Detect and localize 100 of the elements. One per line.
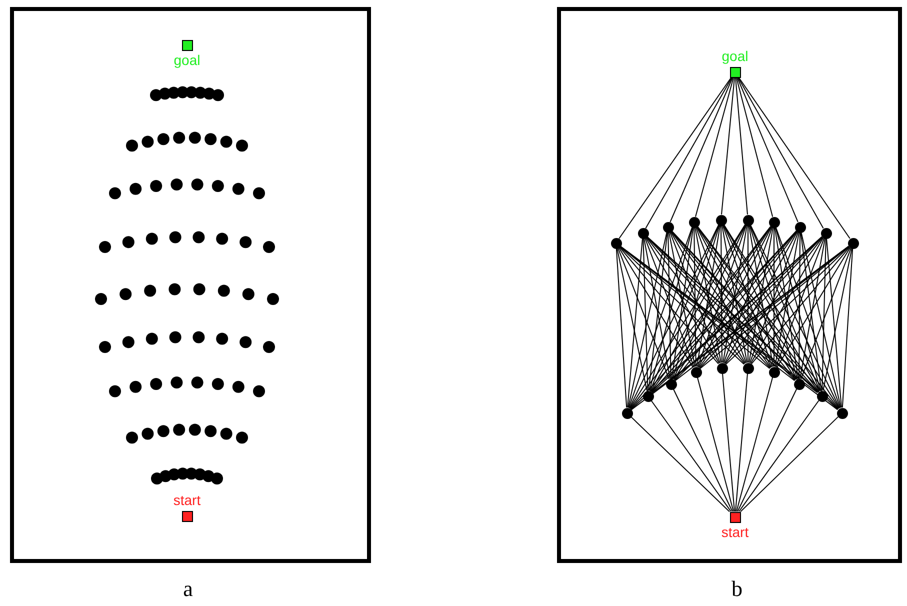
edge-line [735,373,748,512]
node-label: start [173,492,201,508]
dot-node [688,216,700,228]
edge-line [616,248,628,408]
edge-line [694,227,696,367]
edge-line [672,224,746,380]
edge-line [750,224,820,392]
edge-line [738,77,850,239]
edge-line [822,238,826,391]
edge-line [749,232,799,364]
edge-line [650,224,746,392]
edge-line [723,224,840,409]
node-label: start [721,524,749,540]
edge-line [618,77,732,239]
edge-line [671,226,694,380]
edge-line [628,232,668,408]
dot-node [820,228,832,238]
edge-line [696,226,840,410]
edge-line [740,416,839,512]
dot-node [716,362,728,374]
edge-line [674,246,850,382]
edge-line [620,246,770,369]
edge-line [619,246,719,364]
edge-line [737,388,798,512]
edge-line [775,226,841,408]
edge-line [646,236,746,364]
edge-line [800,248,852,380]
edge-line [775,226,821,392]
edge-line [644,238,694,368]
dot-node [794,378,804,390]
edge-line [736,77,798,222]
edge-line [644,238,670,380]
dot-node [638,228,648,238]
edge-line [628,224,720,409]
edge-line [723,224,820,392]
edge-line [842,248,854,408]
edge-line [650,224,720,392]
edge-line [648,226,694,392]
edge-line [629,224,746,409]
dot-node [610,238,622,248]
edge-line [736,376,774,512]
dot-node [794,222,806,232]
dot-node [848,238,858,248]
edge-line [628,226,693,408]
edge-line [724,231,798,364]
dot-node [666,378,676,390]
edge-line [627,238,643,408]
edge-line [738,77,824,229]
edge-line [616,248,648,392]
edge-line [672,224,720,380]
edge-line [620,246,744,365]
dot-node [742,214,754,226]
edge-line [672,388,733,512]
edge-line [724,236,824,364]
dot-node [816,390,828,402]
edge-line [695,77,734,218]
edge-line [620,246,796,382]
edge-line [700,246,850,369]
dot-node [716,214,726,226]
edge-line [722,373,735,512]
edge-line [826,238,842,408]
edge-line [735,77,748,215]
edge-line [652,246,850,394]
edge-line [671,230,839,410]
edge-line [645,77,732,229]
edge-line [646,236,838,410]
edge-line [721,77,735,215]
edge-line [670,77,734,222]
edge-line [696,376,734,512]
edge-line [736,77,774,218]
panel-caption: b [732,577,742,601]
edge-line [618,247,694,368]
dot-node [836,408,848,418]
edge-line [642,238,648,391]
edge-line [800,238,826,380]
edge-line [670,231,746,364]
edge-line [618,248,670,380]
node-label: goal [174,52,200,68]
edge-line [630,416,730,512]
edge-line [775,238,825,368]
edge-line [726,246,850,365]
edge-line [738,400,820,512]
dot-node [742,362,754,374]
panel-caption: a [183,577,193,601]
edge-line [670,232,720,364]
edge-line [751,246,850,364]
edge-line [646,236,771,368]
dot-node [768,216,780,228]
dot-node [622,408,632,418]
edge-line [630,226,772,410]
edge-line [645,237,720,364]
edge-line [696,226,820,392]
edge-line [668,232,672,379]
edge-line [800,232,842,408]
edge-line [648,232,668,391]
node-label: goal [722,48,748,64]
edge-line [800,232,822,391]
edge-line [750,237,824,364]
edge-line [749,224,798,380]
edge-line [650,400,732,512]
